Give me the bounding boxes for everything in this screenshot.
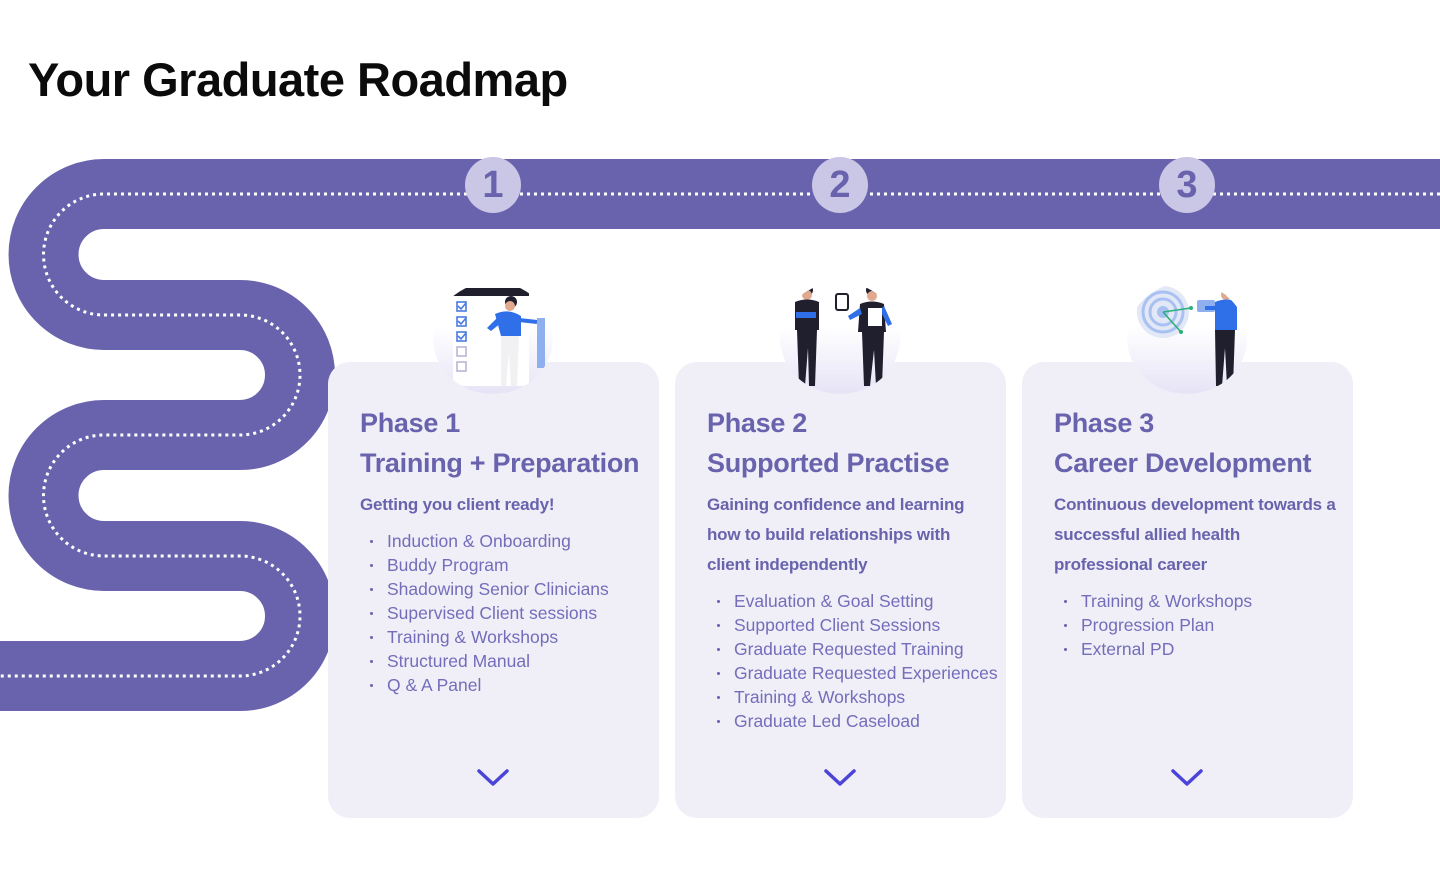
phase-3-subtitle: Continuous development towards a success… — [1054, 495, 1336, 574]
list-item: Supported Client Sessions — [717, 613, 998, 637]
phase-1-subtitle: Getting you client ready! — [360, 495, 555, 514]
list-item: Training & Workshops — [1064, 589, 1252, 613]
chevron-down-icon — [824, 769, 856, 786]
phase-3-items: Training & Workshops Progression Plan Ex… — [1064, 589, 1252, 661]
two-people-clipboard-icon — [780, 282, 900, 394]
list-item: Buddy Program — [370, 553, 609, 577]
phase-2-items: Evaluation & Goal Setting Supported Clie… — [717, 589, 998, 733]
phase-3-marker: 3 — [1159, 157, 1215, 213]
list-item: Graduate Requested Experiences — [717, 661, 998, 685]
phase-2-expand-button[interactable] — [823, 766, 857, 790]
phase-2-subtitle: Gaining confidence and learning how to b… — [707, 495, 965, 574]
phase-3-card: Phase 3 Career Development Continuous de… — [1022, 282, 1353, 818]
phase-1-marker: 1 — [465, 157, 521, 213]
phase-3-name: Career Development — [1054, 448, 1312, 478]
list-item: Induction & Onboarding — [370, 529, 609, 553]
list-item: Shadowing Senior Clinicians — [370, 577, 609, 601]
phase-1-card: Phase 1 Training + Preparation Getting y… — [328, 282, 659, 818]
phase-2-name: Supported Practise — [707, 448, 950, 478]
phase-1-name: Training + Preparation — [360, 448, 640, 478]
checklist-person-icon — [433, 282, 553, 394]
list-item: Evaluation & Goal Setting — [717, 589, 998, 613]
list-item: Progression Plan — [1064, 613, 1252, 637]
chevron-down-icon — [1171, 769, 1203, 786]
list-item: Q & A Panel — [370, 673, 609, 697]
page-title: Your Graduate Roadmap — [28, 53, 568, 106]
target-person-icon — [1127, 282, 1247, 394]
list-item: Training & Workshops — [370, 625, 609, 649]
list-item: Training & Workshops — [717, 685, 998, 709]
list-item: Supervised Client sessions — [370, 601, 609, 625]
phase-3-expand-button[interactable] — [1170, 766, 1204, 790]
phase-2-card: Phase 2 Supported Practise Gaining confi… — [675, 282, 1006, 818]
phase-2-marker: 2 — [812, 157, 868, 213]
chevron-down-icon — [477, 769, 509, 786]
list-item: Graduate Requested Training — [717, 637, 998, 661]
list-item: Graduate Led Caseload — [717, 709, 998, 733]
list-item: Structured Manual — [370, 649, 609, 673]
phase-1-items: Induction & Onboarding Buddy Program Sha… — [370, 529, 609, 697]
phase-3-label: Phase 3 — [1054, 408, 1154, 438]
phase-1-label: Phase 1 — [360, 408, 460, 438]
phase-2-label: Phase 2 — [707, 408, 807, 438]
list-item: External PD — [1064, 637, 1252, 661]
phase-1-expand-button[interactable] — [476, 766, 510, 790]
